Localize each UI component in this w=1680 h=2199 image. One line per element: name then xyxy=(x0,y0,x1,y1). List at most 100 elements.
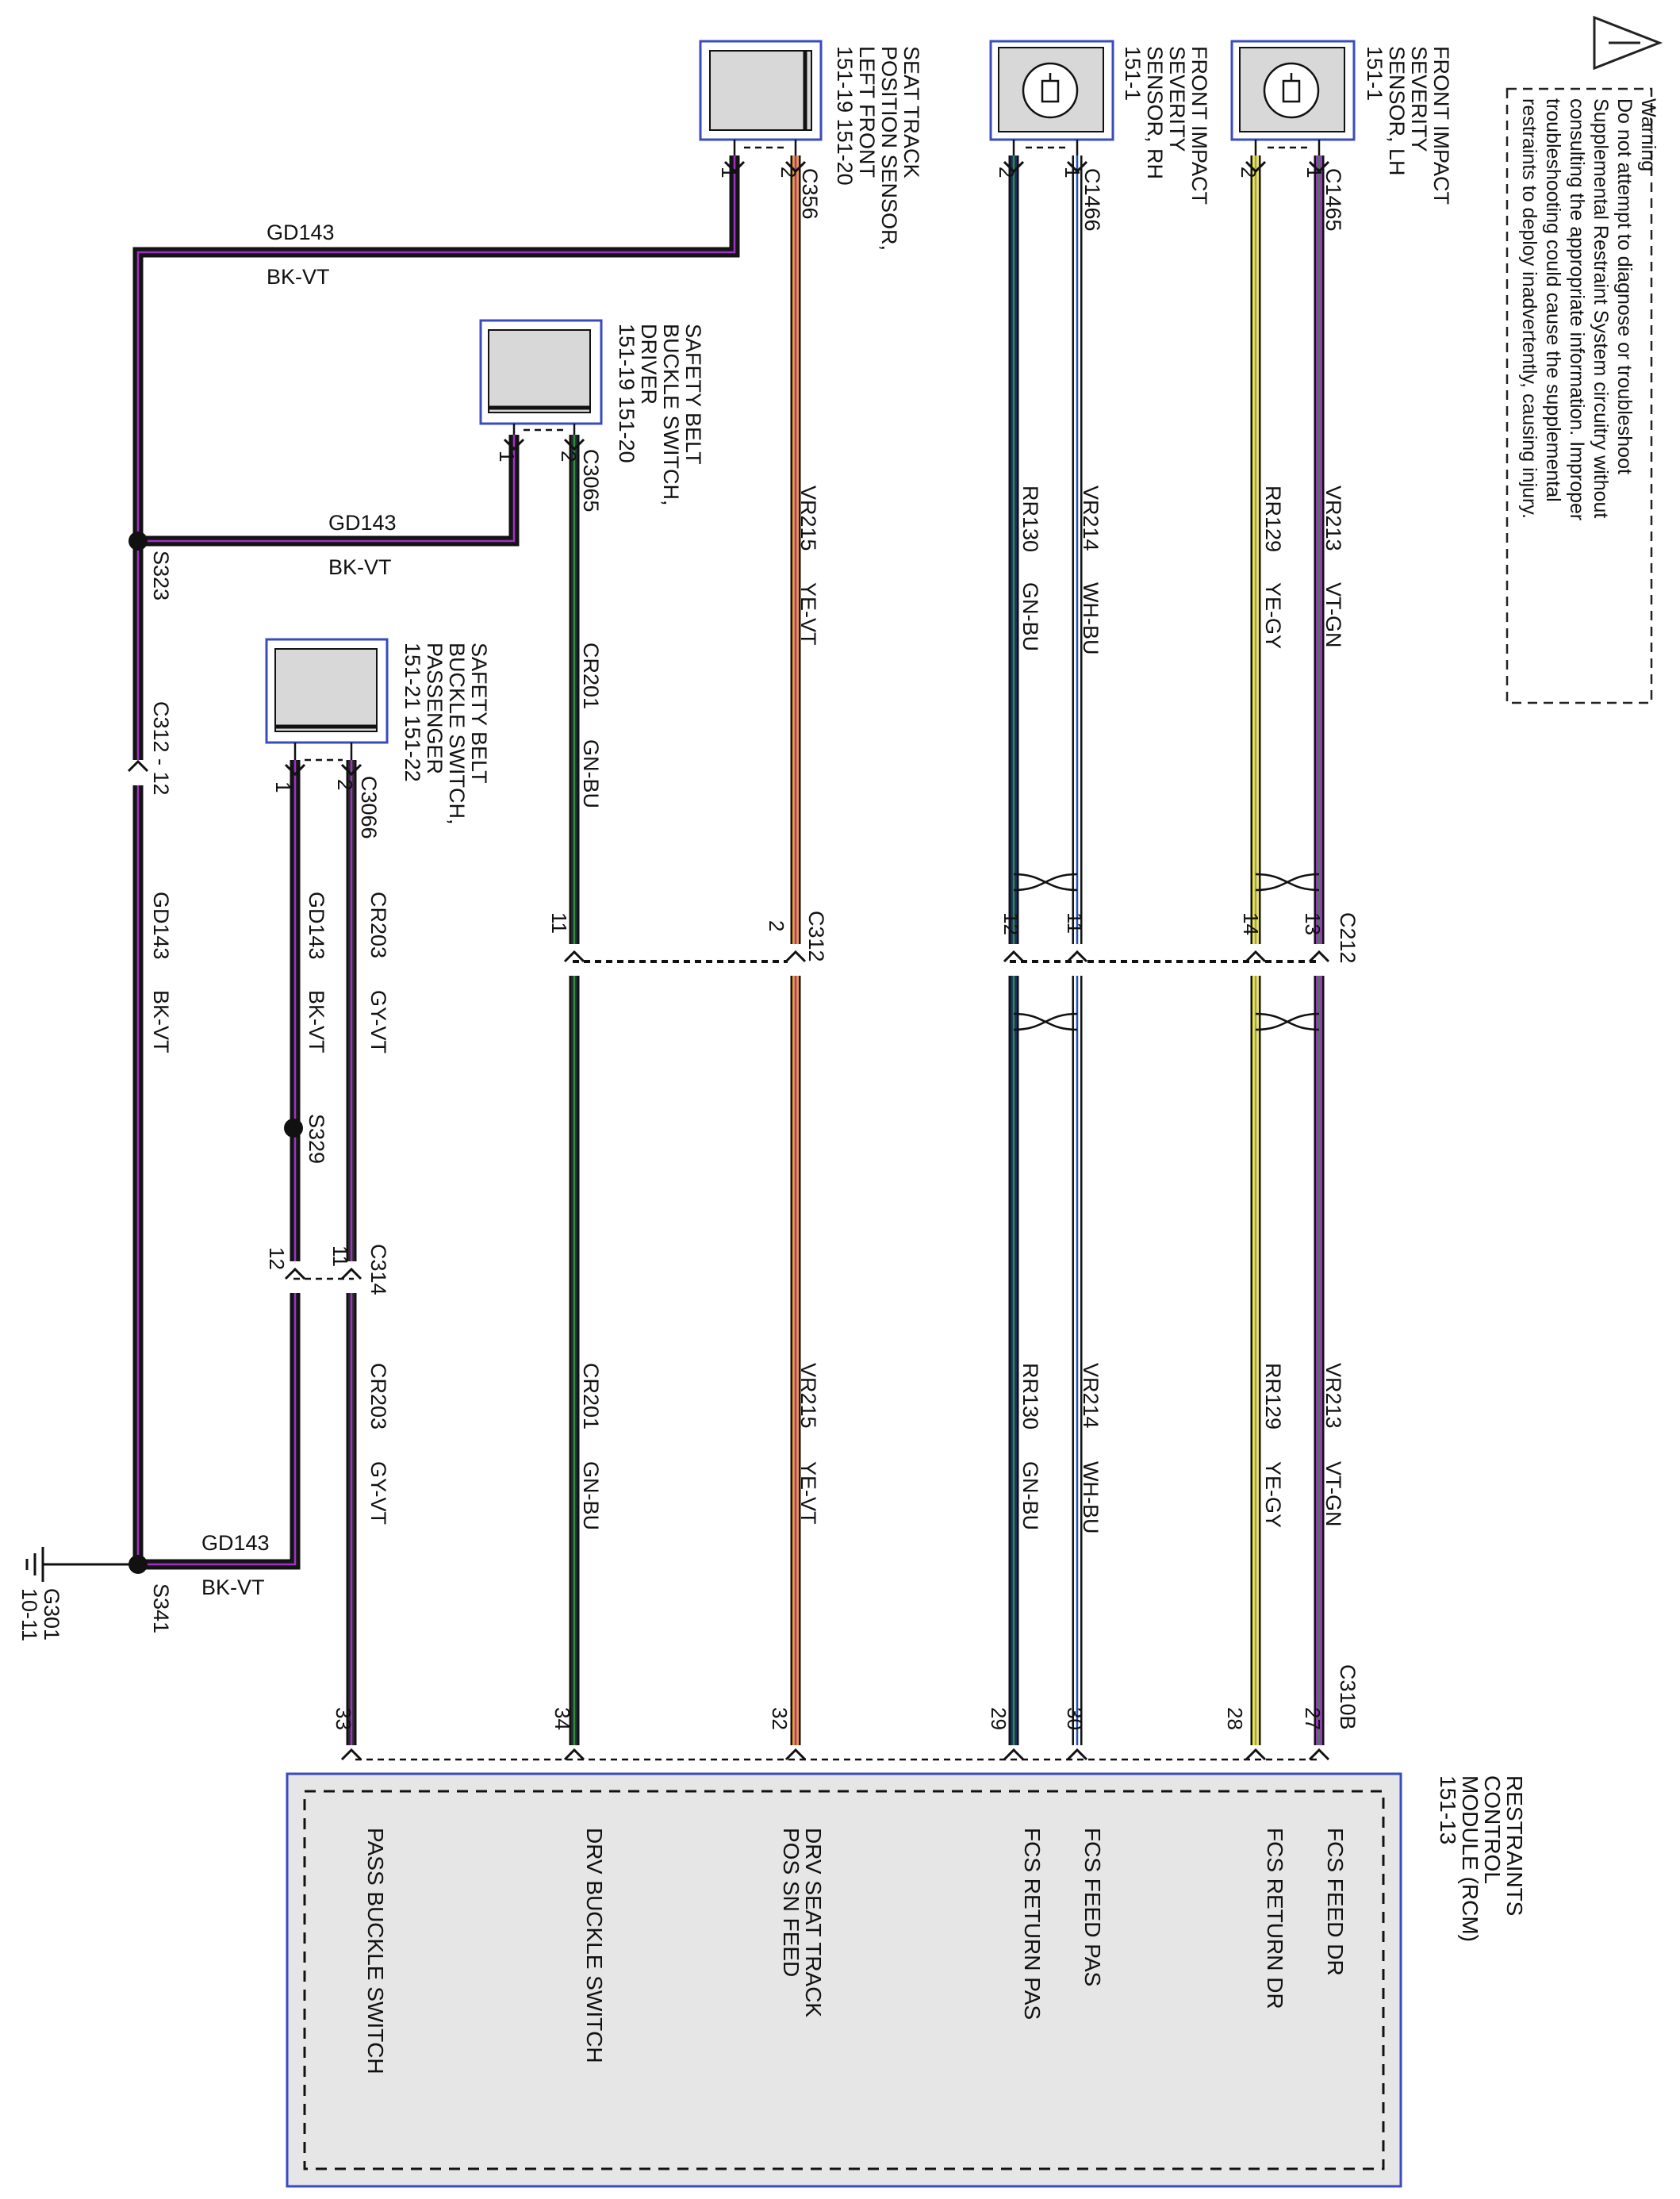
connector-labels: C1465 C1466 C356 C3065 C3066 C212 C312 C… xyxy=(149,168,1360,1730)
belt-driver-label-4: 151-19 151-20 xyxy=(615,324,639,463)
wire-gd143-belt-stripe xyxy=(138,435,516,543)
belt-passenger-label-1: SAFETY BELT xyxy=(467,643,491,784)
rcm-label-2: CONTROL xyxy=(1480,1775,1505,1884)
wire-color-gd143-main: BK-VT xyxy=(149,990,173,1053)
rcm-label-4: 151-13 xyxy=(1436,1775,1460,1844)
pin-chevron-icon xyxy=(1003,950,1025,963)
pin-chevron-icon xyxy=(1308,160,1330,174)
wire-color-rr130: GN-BU xyxy=(1018,582,1042,651)
pin-lh-2: 2 xyxy=(1237,167,1260,178)
warning-line-5: troubleshooting could cause the suppleme… xyxy=(1542,98,1564,502)
pin-c314-12: 12 xyxy=(265,1247,289,1270)
wire-color-vr214-lower: WH-BU xyxy=(1079,1461,1103,1533)
wire-label-vr213-lower: VR213 xyxy=(1321,1363,1345,1429)
fis-lh-label-1: FRONT IMPACT xyxy=(1429,46,1453,205)
rcm-pin-fcs-feed-dr: FCS FEED DR xyxy=(1323,1828,1348,1976)
pin-chevrons xyxy=(127,160,1330,1761)
pin-chevron-icon xyxy=(563,1748,585,1761)
ground-label-2: 10-11 xyxy=(17,1588,41,1641)
connector-c1466: C1466 xyxy=(1080,168,1104,232)
pin-chevron-icon xyxy=(1308,950,1330,963)
wire-gd143-belt-fill xyxy=(138,435,517,544)
wire-color-cr203-lower: GY-VT xyxy=(366,1461,390,1525)
pin-rcm-28: 28 xyxy=(1223,1707,1247,1730)
wire-gd143-belt xyxy=(138,435,520,547)
wire-label-cr203-lower: CR203 xyxy=(366,1363,390,1430)
pin-st-1: 1 xyxy=(717,167,741,178)
wire-color-cr201: GN-BU xyxy=(579,739,603,808)
pin-rcm-33: 33 xyxy=(332,1707,355,1730)
pin-chevron-icon xyxy=(284,763,306,777)
pin-c212-14: 14 xyxy=(1239,912,1263,935)
splice-s323: S323 xyxy=(149,551,173,601)
fis-rh-label-4: 151-1 xyxy=(1121,46,1145,101)
splice-dot xyxy=(128,532,148,551)
rcm-label-3: MODULE (RCM) xyxy=(1458,1775,1482,1942)
connector-c356: C356 xyxy=(798,168,822,220)
pin-rcm-34: 34 xyxy=(550,1707,574,1730)
belt-passenger-label-2: BUCKLE SWITCH, xyxy=(445,643,469,825)
ground-icon xyxy=(25,1547,56,1582)
pin-rh-1: 1 xyxy=(1061,167,1084,178)
pin-bd-1: 1 xyxy=(495,451,519,462)
connector-c3065: C3065 xyxy=(579,449,603,512)
wire-label-cr201: CR201 xyxy=(579,643,603,709)
warning-line-1: Warning xyxy=(1637,98,1659,171)
pin-c212-12: 12 xyxy=(999,912,1023,935)
connector-c1465: C1465 xyxy=(1321,168,1345,232)
wire-color-vr213-lower: VT-GN xyxy=(1321,1461,1345,1527)
wire-label-cr201-lower: CR201 xyxy=(579,1363,603,1430)
pin-chevron-icon xyxy=(1308,1748,1330,1761)
pin-c212-11: 11 xyxy=(1063,912,1087,934)
pin-chevron-icon xyxy=(340,1748,362,1761)
pin-c314-11: 11 xyxy=(328,1245,352,1267)
warning-box: Warning Do not attempt to diagnose or tr… xyxy=(1505,15,1663,704)
warning-line-3: Supplemental Restraint System circuitry … xyxy=(1590,98,1612,518)
pin-numbers: 1 2 1 2 1 2 1 2 1 2 13 14 11 12 2 11 11 … xyxy=(265,167,1326,1730)
wire-label-cr203: CR203 xyxy=(366,892,390,958)
wire-label-gd143-ground: GD143 xyxy=(201,1531,270,1555)
seat-track-label-4: 151-19 151-20 xyxy=(833,46,857,186)
pin-rh-2: 2 xyxy=(995,167,1018,178)
connector-c312-12: C312 - 12 xyxy=(149,701,173,796)
wire-color-gd143-ground: BK-VT xyxy=(201,1575,265,1599)
pin-chevron-icon xyxy=(784,160,807,174)
twisted-pair-marker xyxy=(1013,873,1078,892)
wire-color-vr214: WH-BU xyxy=(1079,582,1103,654)
rcm-pin-fcs-return-pas: FCS RETURN PAS xyxy=(1020,1828,1045,2020)
twisted-pair-marker xyxy=(1255,873,1320,892)
pin-chevron-icon xyxy=(127,759,149,773)
pin-rcm-27: 27 xyxy=(1301,1707,1325,1730)
pin-rcm-30: 30 xyxy=(1063,1707,1087,1730)
twisted-pair-marker xyxy=(1255,1012,1320,1031)
rcm-pin-drv-seat-track-1: DRV SEAT TRACK xyxy=(801,1828,826,2017)
seat-track-position-sensor: SEAT TRACK POSITION SENSOR, LEFT FRONT 1… xyxy=(699,40,923,251)
fis-lh-label-4: 151-1 xyxy=(1363,46,1387,101)
wire-label-rr129-lower: RR129 xyxy=(1261,1363,1285,1430)
wire-color-gd143-seat: BK-VT xyxy=(267,265,330,289)
pin-rcm-29: 29 xyxy=(987,1707,1011,1730)
pin-chevron-icon xyxy=(503,438,525,451)
wire-group xyxy=(132,155,1325,1745)
connector-c312: C312 xyxy=(804,911,828,962)
wire-color-vr213: VT-GN xyxy=(1321,582,1345,648)
wire-label-gd143-belt: GD143 xyxy=(328,511,397,535)
pin-bd-2: 2 xyxy=(557,451,581,462)
pin-rcm-32: 32 xyxy=(768,1707,792,1730)
rcm-pin-drv-seat-track-2: POS SN FEED xyxy=(779,1828,804,1977)
pin-lh-1: 1 xyxy=(1302,167,1326,178)
ground-g301: G301 10-11 xyxy=(17,1547,138,1641)
pin-chevron-icon xyxy=(784,950,807,963)
wire-label-gd143-main: GD143 xyxy=(149,892,173,960)
belt-driver-label-1: SAFETY BELT xyxy=(681,324,705,465)
wire-label-vr213: VR213 xyxy=(1321,485,1345,551)
wire-color-rr129: YE-GY xyxy=(1261,582,1285,649)
wire-label-gd143-seat: GD143 xyxy=(267,221,335,244)
splice-s329: S329 xyxy=(305,1114,328,1164)
pin-chevron-icon xyxy=(1066,950,1088,963)
wire-color-gd143-pass: BK-VT xyxy=(305,990,328,1053)
seat-track-label-3: LEFT FRONT xyxy=(855,46,879,178)
sensor-icon xyxy=(1263,62,1320,119)
connector-dashes xyxy=(293,146,1319,1761)
